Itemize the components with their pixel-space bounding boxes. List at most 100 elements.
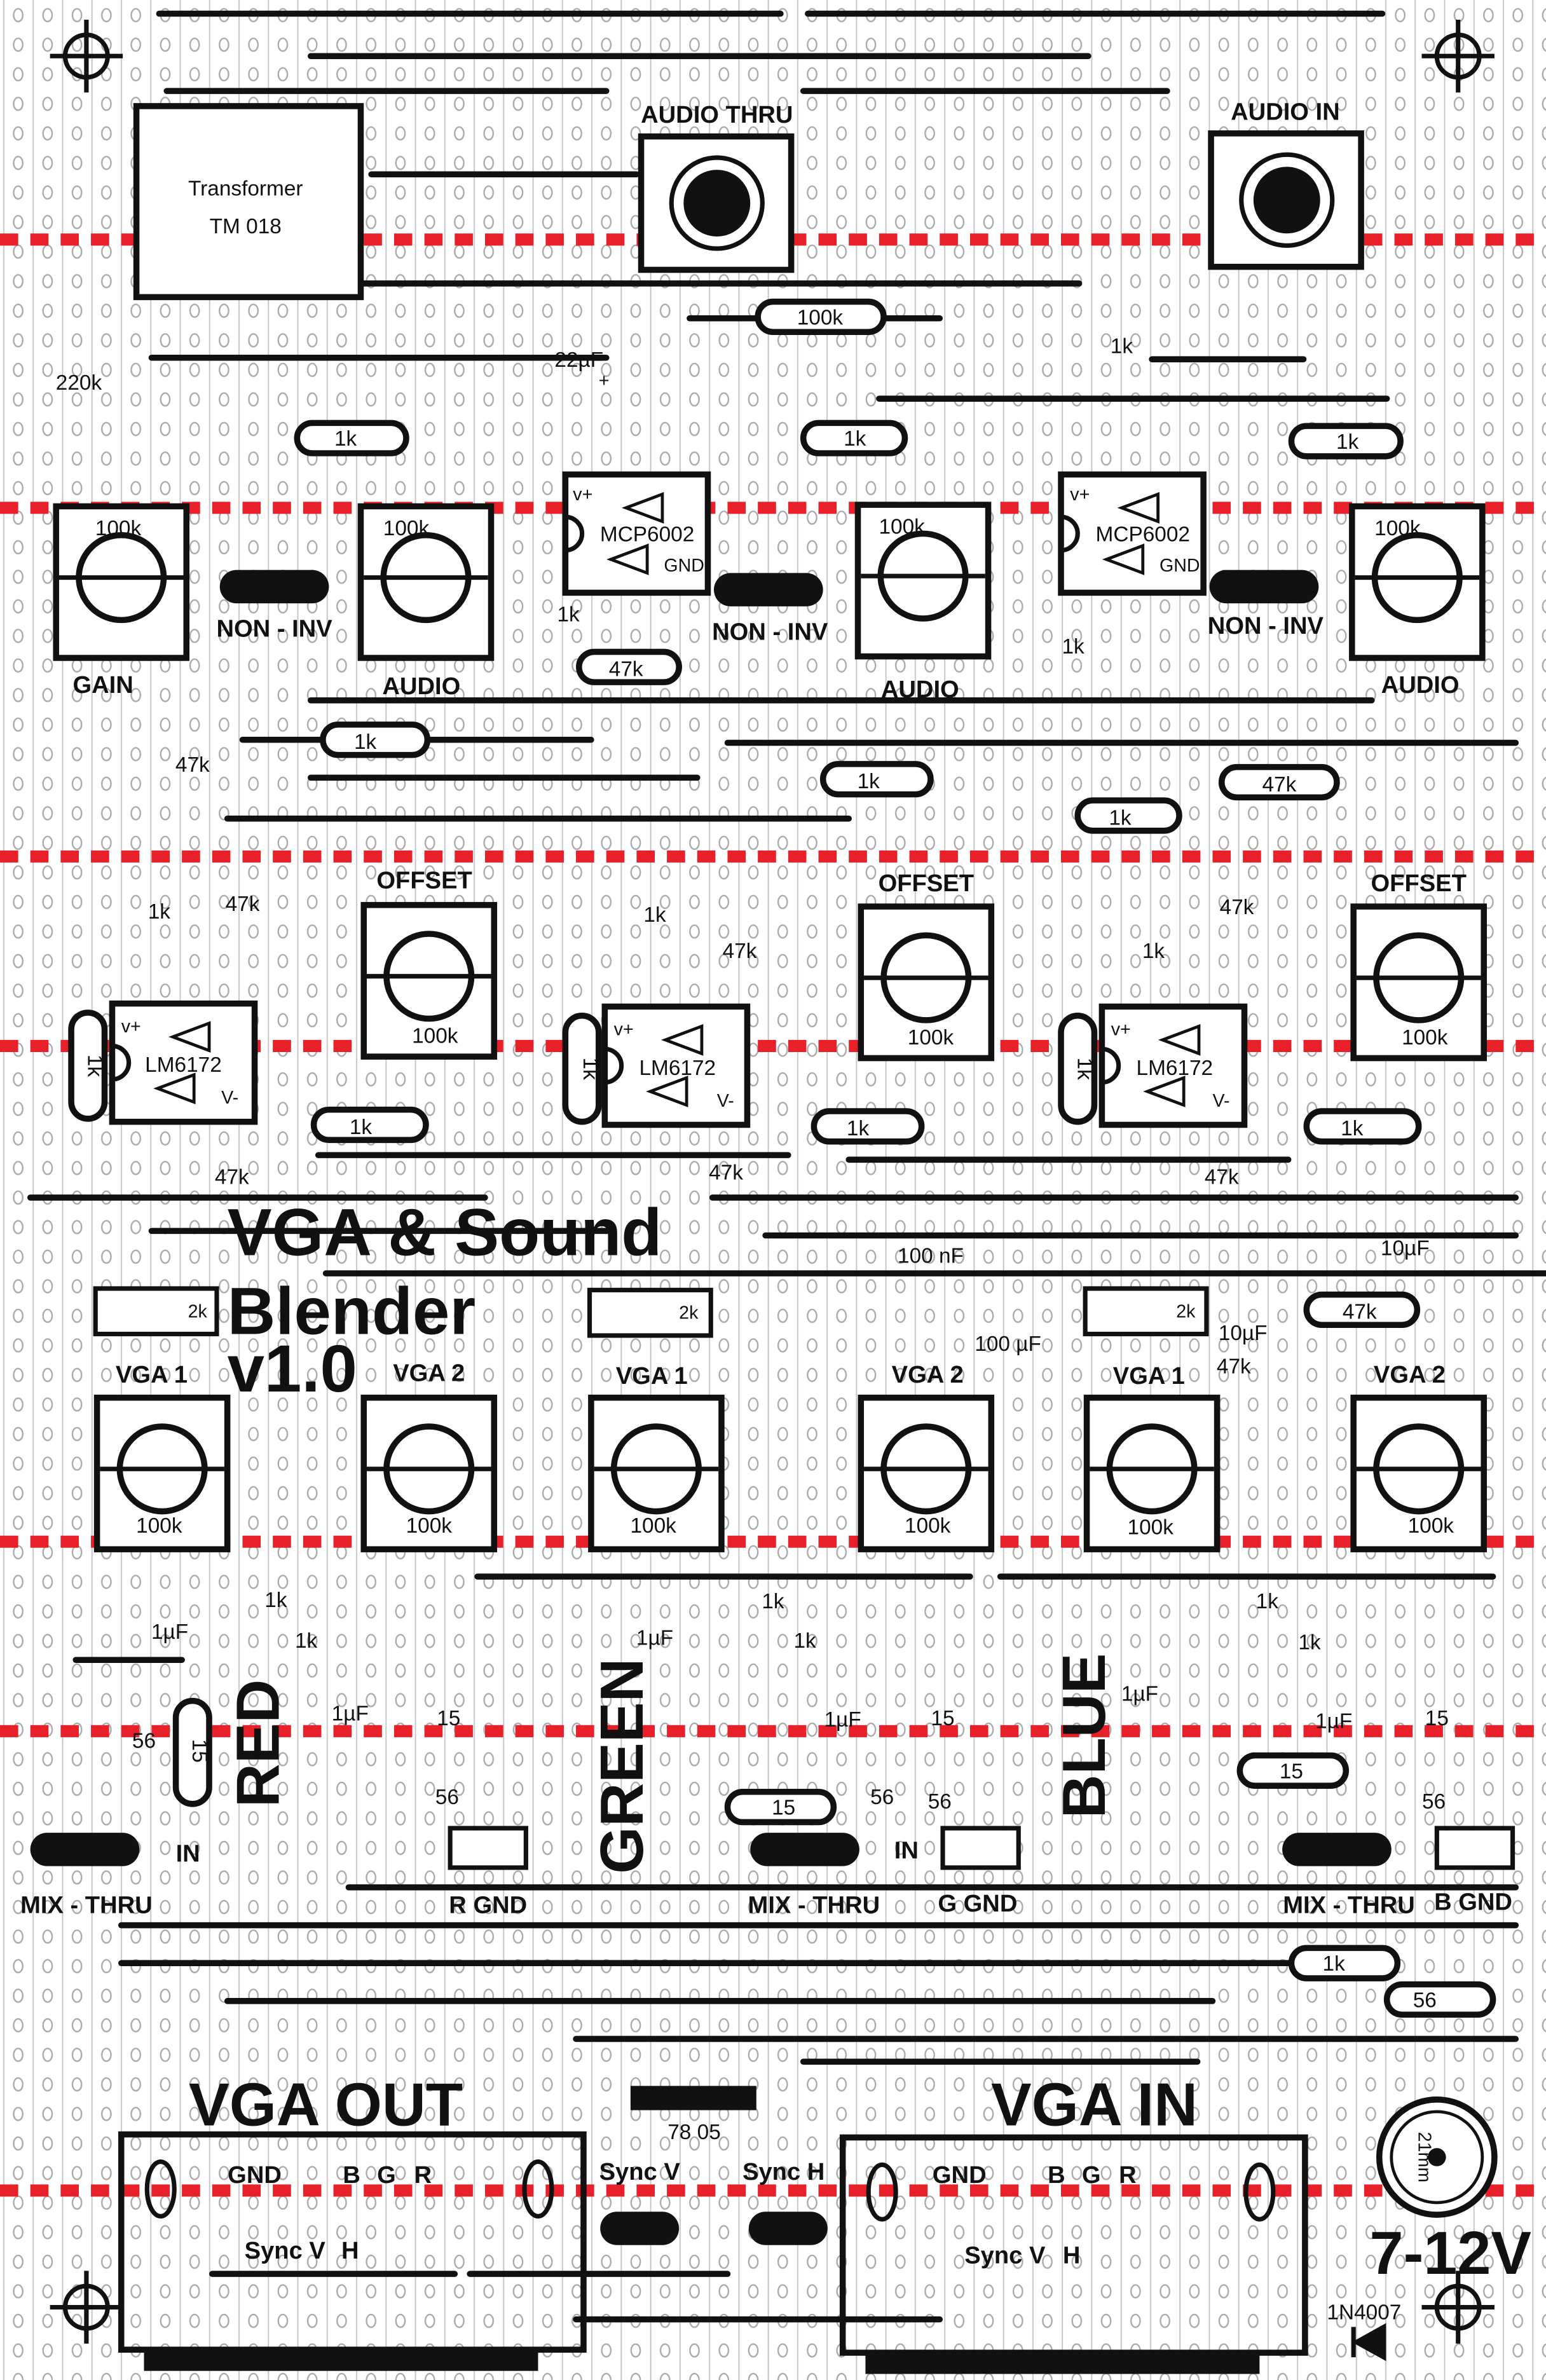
green-channel: 1k 1µF 1k 1µF 15 GREEN 15 56 56 G GND MI… <box>589 1590 1017 1918</box>
transformer-model: TM 018 <box>210 215 282 238</box>
ic-chip <box>1058 471 1207 596</box>
crosshair-lines <box>1421 20 1495 93</box>
audio-in-label: AUDIO IN <box>1231 98 1340 125</box>
jumper-header <box>714 573 823 606</box>
resistor-label: 47k <box>215 1165 249 1189</box>
resistor-label: 47k <box>1343 1301 1377 1324</box>
resistor <box>800 420 908 456</box>
voltage-regulator <box>630 2086 756 2110</box>
pot-name: AUDIO <box>881 676 959 703</box>
mount-hole <box>866 2162 898 2222</box>
opamp-symbol <box>1102 491 1160 575</box>
ground-jumper <box>448 1826 528 1870</box>
trimmer-label: 2k <box>188 1301 208 1322</box>
resistor-label: 1k <box>83 1055 106 1077</box>
channel-label-green: GREEN <box>589 1658 656 1874</box>
offset-label: OFFSET <box>1371 870 1466 897</box>
chip-label: LM6172 <box>639 1057 716 1080</box>
capacitor-label: 1µF <box>332 1702 369 1726</box>
pot-value: 100k <box>1408 1514 1454 1538</box>
vga2-label: VGA 2 <box>1374 1361 1446 1388</box>
resistor-label: 47k <box>709 1161 743 1184</box>
jumper-header <box>30 1833 140 1866</box>
resistor-label: 1k <box>1142 940 1165 963</box>
ground-jumper-label: R GND <box>449 1892 527 1919</box>
capacitor-label: 10µF <box>1219 1322 1268 1345</box>
audio-jack-socket <box>683 170 751 237</box>
vga-in-pin-labels: GND B G R Sync V H <box>933 2161 1137 2269</box>
resistor-label: 15 <box>1280 1760 1303 1783</box>
channel-label-red: RED <box>225 1679 292 1807</box>
chip-gnd: GND <box>1160 556 1200 576</box>
capacitor-label: 1µF <box>636 1626 673 1650</box>
voltage-label: 7-12V <box>1370 2220 1531 2287</box>
resistor <box>310 1106 429 1144</box>
resistor-label: 1k <box>334 427 357 451</box>
pin-label-r: R <box>414 2161 432 2189</box>
pot-value: 100k <box>95 517 142 540</box>
resistor-label: 220k <box>56 371 102 395</box>
resistor-label: 47k <box>723 940 757 963</box>
resistor-label: 1k <box>264 1589 287 1612</box>
capacitor-label: 1µF <box>1121 1683 1158 1706</box>
jumper-label: NON - INV <box>712 618 828 645</box>
crosshair-lines <box>50 20 123 93</box>
resistor-label: 47k <box>1262 773 1296 797</box>
resistor-label: 56 <box>132 1730 156 1753</box>
title-line-3: v1.0 <box>228 1332 357 1406</box>
ic-notch <box>112 1043 132 1082</box>
pin-label-g: G <box>377 2161 396 2189</box>
crosshair-lines <box>50 2271 123 2344</box>
chip-vminus: V- <box>221 1088 238 1108</box>
resistor <box>755 298 887 336</box>
jumper-header <box>600 2212 680 2245</box>
ground-jumper <box>940 1826 1021 1870</box>
pin-label-b: B <box>343 2161 360 2189</box>
pin-label-h: H <box>1063 2241 1081 2269</box>
vga1-label: VGA 1 <box>116 1361 188 1388</box>
vga1-label: VGA 1 <box>616 1362 688 1390</box>
pot-name: AUDIO <box>1381 671 1460 699</box>
wire-links <box>27 10 1546 2323</box>
resistor-label: 15 <box>931 1707 954 1730</box>
trimmer-label: 2k <box>679 1303 699 1323</box>
mount-hole <box>522 2159 554 2219</box>
resistor <box>68 1009 108 1122</box>
diode <box>1351 2323 1386 2362</box>
transformer-name: Transformer <box>188 177 303 201</box>
pot-value: 100k <box>905 1514 951 1538</box>
pin-label-r: R <box>1119 2161 1137 2189</box>
resistor <box>1288 423 1404 460</box>
capacitor-label: 10µF <box>1381 1237 1430 1261</box>
diode-label: 1N4007 <box>1327 2301 1401 2325</box>
in-label: IN <box>894 1837 919 1864</box>
chip-vplus: v+ <box>1111 1020 1131 1040</box>
resistor <box>724 1788 837 1826</box>
resistor-label: 15 <box>188 1739 211 1763</box>
resistor <box>562 1012 602 1125</box>
resistor-label: 47k <box>1220 896 1254 919</box>
pin-label-gnd: GND <box>933 2161 987 2189</box>
pot-value: 100k <box>412 1025 458 1048</box>
resistor <box>576 648 682 685</box>
mount-hole <box>144 2159 177 2219</box>
capacitor-label: 1µF <box>824 1708 861 1732</box>
resistor-label: 1k <box>1256 1590 1279 1613</box>
regulator-label: 78 05 <box>667 2121 721 2144</box>
resistor-label: 100k <box>797 306 844 329</box>
pin-label-sync-v: Sync V <box>245 2237 326 2264</box>
resistor-label: 15 <box>772 1796 795 1819</box>
pot-value: 100k <box>879 515 925 538</box>
ic-notch <box>565 514 585 553</box>
resistor-label: 56 <box>435 1786 459 1809</box>
ground-jumper <box>1434 1826 1515 1870</box>
pot-value: 100k <box>383 517 430 540</box>
resistor <box>811 1108 925 1145</box>
pot-value: 100k <box>1374 517 1421 540</box>
dc-jack-label: 21mm <box>1414 2132 1435 2183</box>
ic-notch <box>1060 514 1080 553</box>
pin-label-g: G <box>1082 2161 1101 2189</box>
pin-label-h: H <box>341 2237 359 2264</box>
lm6172-labels: LM6172 v+ V- LM6172 v+ V- LM6172 v+ V- <box>121 1016 1230 1111</box>
